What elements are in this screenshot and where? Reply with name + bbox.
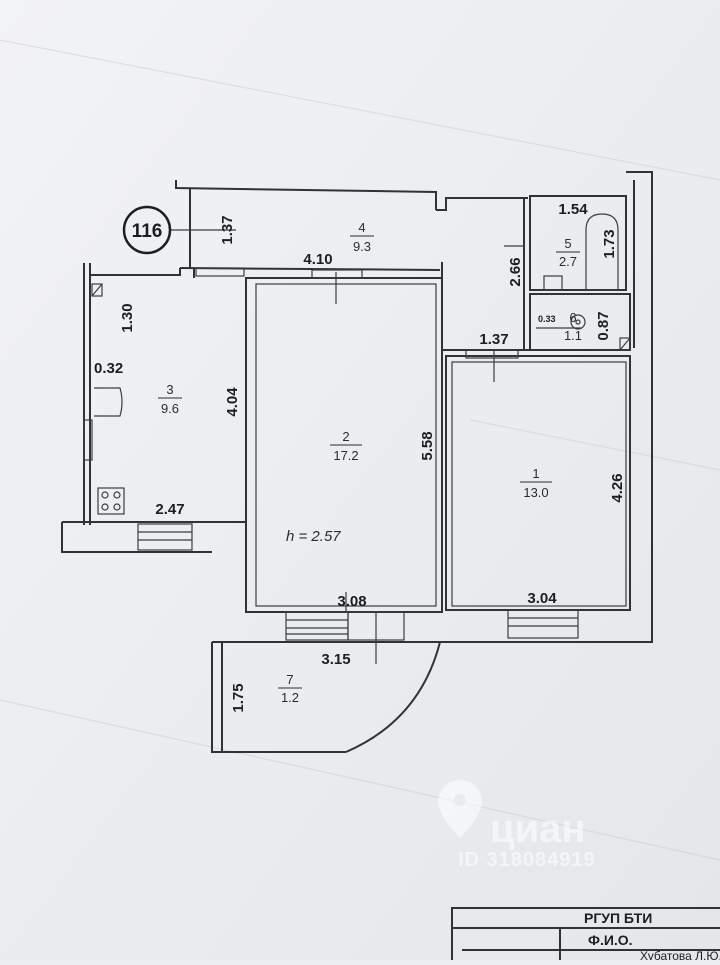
dim-137-top: 1.37 xyxy=(219,215,236,244)
room-7-number: 7 xyxy=(286,672,293,687)
room-4-number: 4 xyxy=(358,220,365,235)
room-2-area: 17.2 xyxy=(333,448,358,463)
dim-033: 0.33 xyxy=(538,314,556,324)
dim-410: 4.10 xyxy=(303,251,332,268)
walls xyxy=(61,171,653,753)
dim-315: 3.15 xyxy=(321,651,350,668)
room-labels: 4 9.3 5 2.7 6 1.1 3 9.6 2 17.2 1 13.0 7 … xyxy=(158,220,582,705)
paper-lines xyxy=(0,39,720,861)
dim-154: 1.54 xyxy=(558,201,588,218)
title-block-fio: Ф.И.О. xyxy=(588,932,633,948)
room-6-area: 1.1 xyxy=(564,328,582,343)
dim-087: 0.87 xyxy=(595,311,612,340)
dim-175: 1.75 xyxy=(230,683,247,712)
room-6-number: 6 xyxy=(569,310,576,325)
dim-404: 4.04 xyxy=(224,387,241,417)
room-7-area: 1.2 xyxy=(281,690,299,705)
room-5-area: 2.7 xyxy=(559,254,577,269)
room-3-area: 9.6 xyxy=(161,401,179,416)
room-5-number: 5 xyxy=(564,236,571,251)
title-block: РГУП БТИ Ф.И.О. Хубатова Л.Ю. xyxy=(451,907,720,963)
title-block-org: РГУП БТИ xyxy=(584,910,652,926)
watermark-id: ID 318084919 xyxy=(458,849,596,871)
room-4-area: 9.3 xyxy=(353,239,371,254)
dim-130: 1.30 xyxy=(119,303,136,332)
ceiling-height: h = 2.57 xyxy=(286,528,341,545)
dim-304: 3.04 xyxy=(527,590,557,607)
dim-266: 2.66 xyxy=(507,257,524,286)
title-block-name: Хубатова Л.Ю. xyxy=(640,949,720,960)
dim-558: 5.58 xyxy=(419,431,436,460)
watermark: циан ID 318084919 xyxy=(438,780,596,871)
apartment-number-badge: 116 xyxy=(122,205,172,255)
dim-032: 0.32 xyxy=(94,360,123,377)
dim-247: 2.47 xyxy=(155,501,184,518)
dim-137-mid: 1.37 xyxy=(479,331,508,348)
dim-173: 1.73 xyxy=(601,229,618,258)
room-3-number: 3 xyxy=(166,382,173,397)
watermark-brand: циан xyxy=(490,807,586,851)
dim-308: 3.08 xyxy=(337,593,366,610)
room-1-number: 1 xyxy=(532,466,539,481)
dim-426: 4.26 xyxy=(609,473,626,502)
room-1-area: 13.0 xyxy=(523,485,548,500)
room-2-number: 2 xyxy=(342,429,349,444)
dimension-labels: 1.37 4.10 1.54 1.73 2.66 1.30 0.32 4.04 … xyxy=(94,201,626,713)
apartment-number: 116 xyxy=(132,221,163,242)
